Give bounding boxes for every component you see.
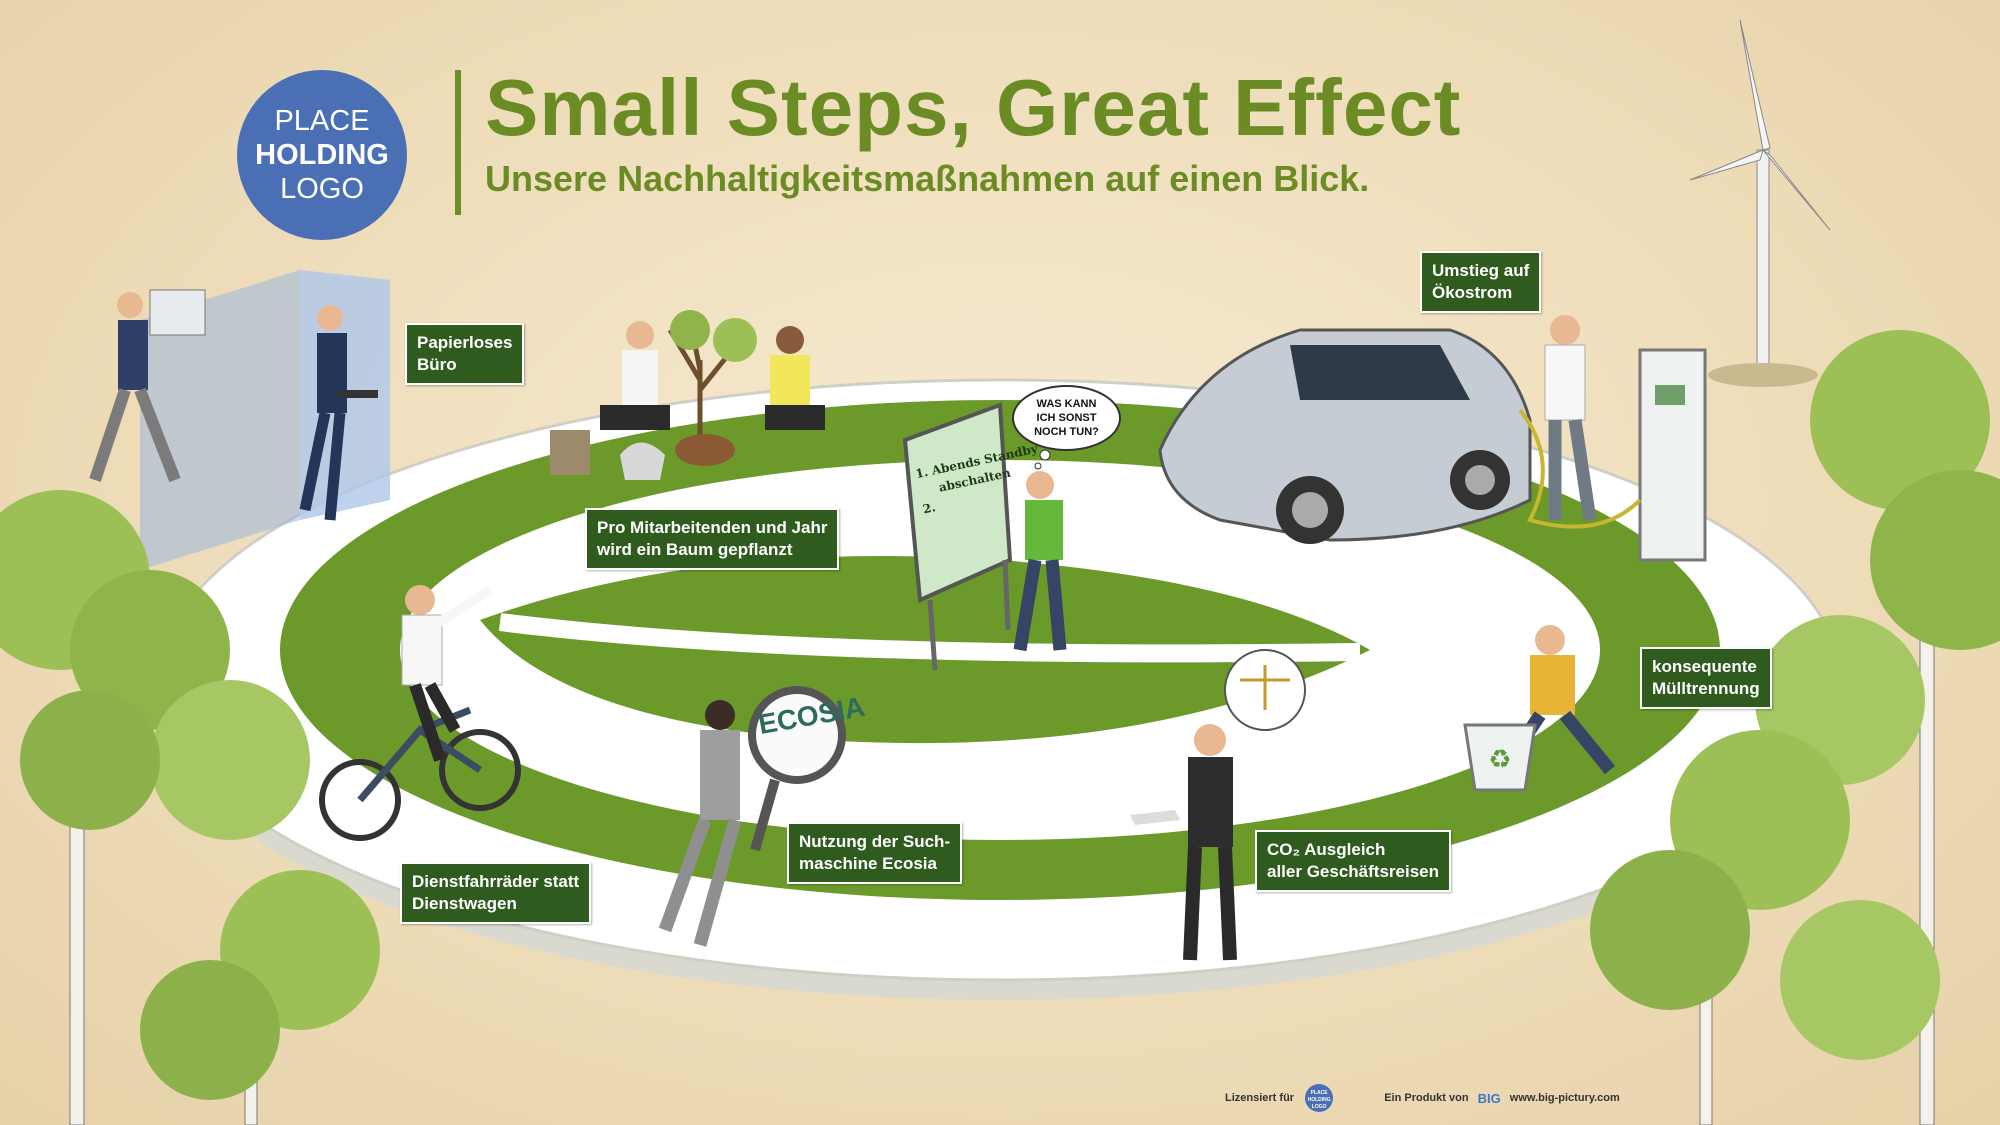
cyclist-figure: [319, 585, 521, 841]
logo-line2: HOLDING: [255, 139, 389, 171]
leaf-vein: [498, 613, 1361, 663]
label-line: Pro Mitarbeitenden und Jahr: [597, 518, 828, 537]
tree-left: [0, 490, 380, 1125]
footer-mini-logo: PLACE HOLDING LOGO: [1305, 1084, 1334, 1112]
label-line: Büro: [417, 355, 457, 374]
man-writing-figure: [1013, 471, 1067, 652]
footer: Lizensiert für PLACE HOLDING LOGO Ein Pr…: [1225, 1084, 1620, 1112]
page-subtitle: Unsere Nachhaltigkeitsmaßnahmen auf eine…: [485, 158, 1370, 199]
label-line: Umstieg auf: [1432, 261, 1530, 280]
label-line: maschine Ecosia: [799, 854, 937, 873]
label-ecosia: Nutzung der Such- maschine Ecosia: [787, 822, 963, 884]
title-divider: [455, 70, 461, 215]
logo-line1: PLACE: [274, 105, 370, 137]
footer-product: Ein Produkt von: [1384, 1091, 1469, 1104]
thought-bubble: WAS KANN ICH SONST NOCH TUN?: [1012, 385, 1121, 451]
big-pictury-logo: BIG: [1477, 1090, 1501, 1106]
label-company-bikes: Dienstfahrräder statt Dienstwagen: [400, 862, 592, 924]
label-line: Dienstwagen: [412, 894, 517, 913]
tree-planting-scene: [550, 310, 825, 480]
label-line: aller Geschäftsreisen: [1267, 862, 1439, 881]
footer-url[interactable]: www.big-pictury.com: [1509, 1091, 1620, 1104]
bubble-line: ICH SONST: [1036, 412, 1097, 424]
airplane-model-icon: [1130, 810, 1180, 825]
mini-logo-line: PLACE: [1310, 1090, 1328, 1096]
mini-logo-line: HOLDING: [1307, 1097, 1331, 1103]
company-logo: PLACE HOLDING LOGO: [237, 70, 407, 240]
balance-scale-icon: [1224, 649, 1306, 731]
woman-carrying-files-figure: [89, 289, 206, 483]
label-line: CO₂ Ausgleich: [1267, 840, 1386, 859]
label-tree-planting: Pro Mitarbeitenden und Jahr wird ein Bau…: [585, 508, 840, 570]
page-title: Small Steps, Great Effect: [485, 63, 1462, 152]
bubble-line: WAS KANN: [1036, 398, 1097, 410]
wind-turbine-icon: [1689, 19, 1831, 387]
whiteboard: [902, 402, 1013, 671]
label-line: Nutzung der Such-: [799, 832, 951, 851]
bubble-line: NOCH TUN?: [1034, 426, 1099, 438]
label-line: konsequente: [1652, 657, 1757, 676]
woman-with-magnifier-figure: [658, 700, 742, 947]
svg-text:♻: ♻: [1488, 745, 1511, 775]
label-line: Ökostrom: [1432, 283, 1513, 302]
footer-licensed: Lizensiert für: [1225, 1091, 1295, 1104]
charging-station: [1638, 348, 1707, 562]
tree-right: [1590, 330, 2000, 1125]
electric-car: [1158, 328, 1532, 544]
mini-logo-line: LOGO: [1311, 1104, 1327, 1110]
charging-cable: [1518, 408, 1642, 529]
man-charging-car-figure: [1544, 315, 1597, 521]
recycling-bin-icon: ♻: [1463, 723, 1537, 792]
label-co2-compensation: CO₂ Ausgleich aller Geschäftsreisen: [1255, 830, 1451, 892]
label-green-power: Umstieg auf Ökostrom: [1420, 251, 1542, 313]
label-paperless-office: Papierloses Büro: [405, 323, 525, 385]
magnifier-icon: [748, 686, 846, 852]
woman-with-tablet-figure: [299, 305, 378, 521]
label-line: Dienstfahrräder statt: [412, 872, 580, 891]
label-line: wird ein Baum gepflanzt: [597, 540, 793, 559]
label-waste-separation: konsequente Mülltrennung: [1640, 647, 1772, 709]
businessman-co2-figure: [1130, 724, 1237, 961]
label-line: Papierloses: [417, 333, 513, 352]
label-line: Mülltrennung: [1652, 679, 1760, 698]
logo-line3: LOGO: [280, 173, 364, 205]
